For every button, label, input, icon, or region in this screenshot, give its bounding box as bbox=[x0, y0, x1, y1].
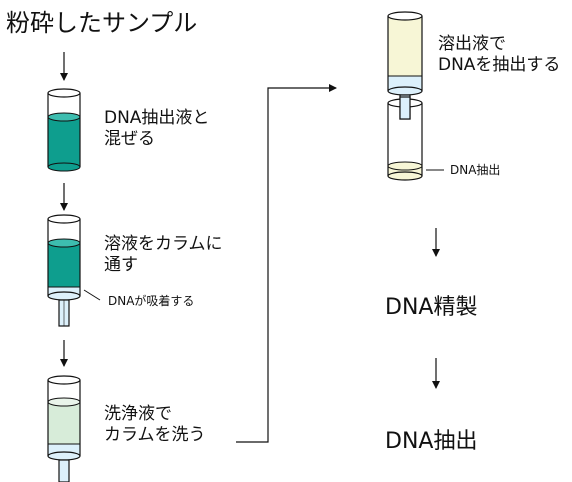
step-label-column: 溶液をカラムに 通す bbox=[104, 234, 223, 275]
note-dna-extraction: DNA抽出 bbox=[450, 163, 501, 177]
step-label-elution: 溶出液で DNAを抽出する bbox=[438, 34, 561, 75]
tube-collection bbox=[387, 96, 423, 181]
tube-washing bbox=[47, 375, 81, 482]
stage-dna-purification: DNA精製 bbox=[385, 295, 478, 320]
stage-dna-extraction: DNA抽出 bbox=[385, 429, 478, 454]
step-label-wash: 洗浄液で カラムを洗う bbox=[104, 404, 206, 445]
note-dna-binding: DNAが吸着する bbox=[108, 294, 195, 308]
connector-arrow bbox=[236, 84, 337, 443]
step-label-mix: DNA抽出液と 混ぜる bbox=[104, 108, 210, 149]
tube-extraction bbox=[47, 88, 81, 172]
leader-binding bbox=[83, 289, 101, 301]
tube-column-binding bbox=[47, 214, 81, 327]
title-crushed-sample: 粉砕したサンプル bbox=[6, 9, 198, 37]
